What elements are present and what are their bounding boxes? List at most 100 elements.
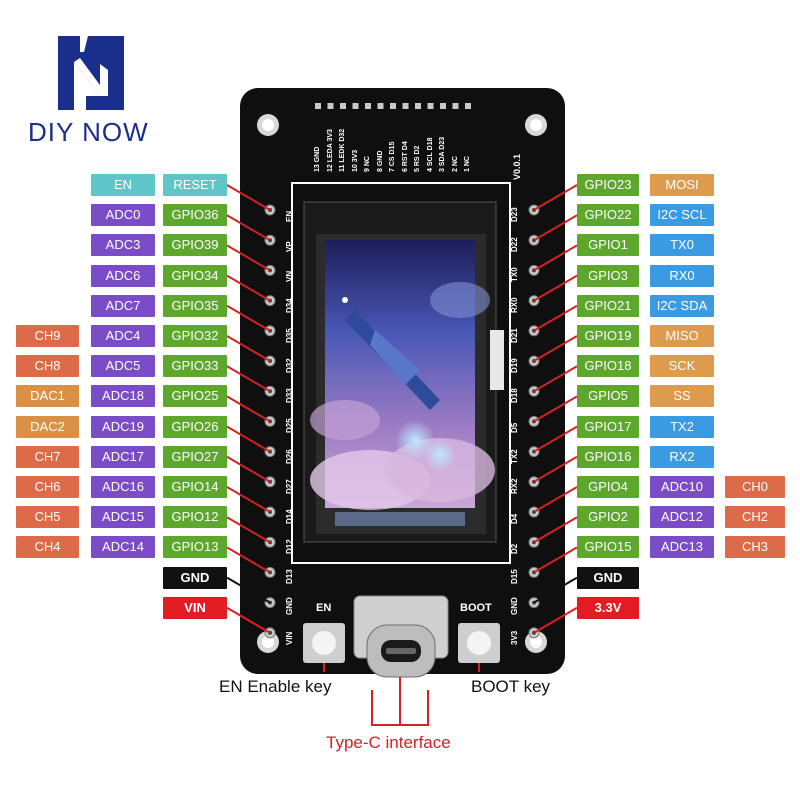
left-label-gnd: GND xyxy=(163,566,227,589)
right-label-i2c-scl: I2C SCL xyxy=(650,204,714,227)
left-label-gpio12: GPIO12 xyxy=(163,506,227,529)
left-label-gpio13: GPIO13 xyxy=(163,536,227,559)
right-label-sck: SCK xyxy=(650,355,714,378)
connector-line xyxy=(226,606,271,634)
left-label-gpio27: GPIO27 xyxy=(163,445,227,468)
connector-line xyxy=(226,274,271,302)
left-label-dac2: DAC2 xyxy=(16,415,79,438)
left-label-vin: VIN xyxy=(163,596,227,619)
silk-right-label: D23 xyxy=(510,207,519,222)
display-side-connector xyxy=(490,330,504,390)
silk-left-label: D35 xyxy=(285,328,294,343)
right-label-adc12: ADC12 xyxy=(650,506,714,529)
silk-left-label: GND xyxy=(285,596,294,615)
left-label-adc17: ADC17 xyxy=(91,445,155,468)
right-label-rx0: RX0 xyxy=(650,264,714,287)
left-label-ch5: CH5 xyxy=(16,506,79,529)
silk-left-label: D32 xyxy=(285,358,294,373)
right-label-ch3: CH3 xyxy=(725,536,785,559)
right-label-gpio15: GPIO15 xyxy=(577,536,639,559)
silk-right-label: GND xyxy=(510,596,519,615)
left-label-gpio32: GPIO32 xyxy=(163,325,227,347)
screen-pin-label: 13 GND xyxy=(314,146,321,172)
screen-pin-label: 3 SDA D23 xyxy=(439,136,446,172)
silk-right-label: D15 xyxy=(510,569,519,585)
right-label-rx2: RX2 xyxy=(650,445,714,468)
board-version: V0.0.1 xyxy=(512,153,522,180)
right-label-3.3v: 3.3V xyxy=(577,596,639,619)
left-label-ch7: CH7 xyxy=(16,445,79,468)
left-label-gpio36: GPIO36 xyxy=(163,204,227,227)
silk-left-label: VP xyxy=(285,241,294,253)
silk-left-label: D34 xyxy=(285,297,294,313)
boot-button xyxy=(458,623,500,663)
left-label-adc16: ADC16 xyxy=(91,476,155,498)
silk-right-label: D2 xyxy=(510,543,519,555)
left-label-ch9: CH9 xyxy=(16,325,79,347)
silk-right-label: D18 xyxy=(510,388,519,404)
left-label-en: EN xyxy=(91,174,155,196)
left-label-gpio26: GPIO26 xyxy=(163,415,227,438)
diy-now-logo xyxy=(58,36,124,110)
right-label-gpio18: GPIO18 xyxy=(577,355,639,378)
connector-line xyxy=(533,365,578,393)
left-label-ch4: CH4 xyxy=(16,536,79,559)
left-label-adc0: ADC0 xyxy=(91,204,155,227)
connector-line xyxy=(226,486,271,513)
right-label-gpio3: GPIO3 xyxy=(577,264,639,287)
screen-pin-label: 6 RST D4 xyxy=(401,141,409,172)
silk-right-label: D5 xyxy=(510,423,519,434)
left-label-ch6: CH6 xyxy=(16,476,79,498)
connector-line xyxy=(226,516,271,544)
connector-line xyxy=(533,576,578,604)
silk-left-label: VIN xyxy=(285,631,294,645)
connector-line xyxy=(226,214,271,242)
silk-left-label: D26 xyxy=(285,448,294,464)
connector-line xyxy=(226,546,271,574)
screen-header-pin xyxy=(365,103,371,109)
right-label-gpio2: GPIO2 xyxy=(577,506,639,529)
left-label-adc4: ADC4 xyxy=(91,325,155,347)
left-label-reset: RESET xyxy=(163,174,227,196)
screen-pin-label: 2 NC xyxy=(451,156,459,172)
brand-name: DIY NOW xyxy=(28,117,149,147)
right-label-gnd: GND xyxy=(577,566,639,589)
connector-line xyxy=(226,335,271,362)
right-label-gpio5: GPIO5 xyxy=(577,385,639,408)
connector-line xyxy=(533,455,578,483)
right-label-ss: SS xyxy=(650,385,714,408)
left-label-gpio33: GPIO33 xyxy=(163,355,227,378)
screen-header-pin xyxy=(327,103,334,109)
screen-header-pin xyxy=(427,103,434,109)
screen-pin-label: 8 GND xyxy=(376,150,384,172)
connector-line xyxy=(533,606,578,634)
left-label-adc19: ADC19 xyxy=(91,415,155,438)
silk-right-label: 3V3 xyxy=(510,630,519,645)
left-label-adc18: ADC18 xyxy=(91,385,155,408)
right-label-gpio1: GPIO1 xyxy=(577,234,639,257)
right-label-tx2: TX2 xyxy=(650,415,714,438)
left-label-adc5: ADC5 xyxy=(91,355,155,378)
connector-line xyxy=(533,214,578,242)
left-label-adc3: ADC3 xyxy=(91,234,155,257)
silk-right-label: D21 xyxy=(510,328,519,343)
silk-left-label: D25 xyxy=(285,418,294,434)
right-label-gpio16: GPIO16 xyxy=(577,445,639,468)
left-label-adc7: ADC7 xyxy=(91,294,155,317)
right-label-tx0: TX0 xyxy=(650,234,714,257)
silk-right-label: RX0 xyxy=(510,297,519,313)
en-button xyxy=(303,623,345,663)
left-label-gpio25: GPIO25 xyxy=(163,385,227,408)
screen-pin-label: 12 LEDA 3V3 xyxy=(326,129,334,172)
right-label-gpio23: GPIO23 xyxy=(577,174,639,196)
right-label-gpio21: GPIO21 xyxy=(577,294,639,317)
screen-header xyxy=(315,103,471,109)
en-key-caption: EN Enable key xyxy=(219,677,332,696)
display-screen-image xyxy=(310,240,495,510)
screen-pin-label: 5 RS D2 xyxy=(414,145,421,172)
left-label-adc15: ADC15 xyxy=(91,506,155,529)
connector-line xyxy=(226,304,271,332)
right-label-mosi: MOSI xyxy=(650,174,714,196)
left-label-dac1: DAC1 xyxy=(16,385,79,408)
